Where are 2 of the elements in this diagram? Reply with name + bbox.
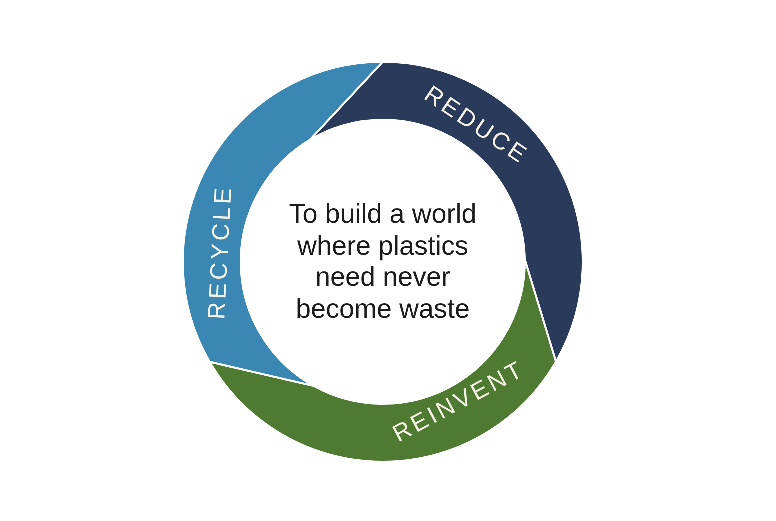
mission-statement: To build a world where plastics need never become waste [288, 199, 478, 325]
segment-label: RECYCLE [208, 184, 235, 322]
